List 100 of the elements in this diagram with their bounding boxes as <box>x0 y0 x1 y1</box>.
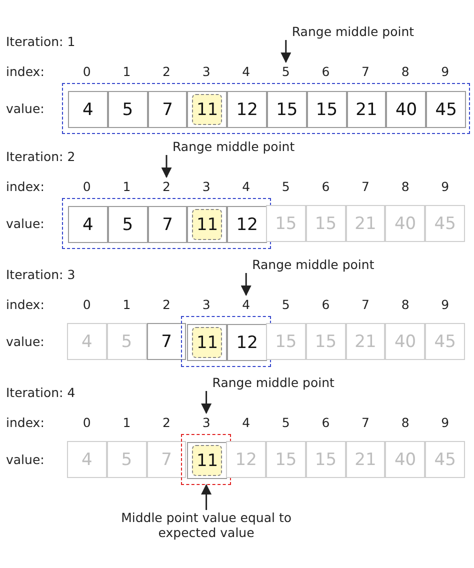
arrow <box>240 273 252 296</box>
index-number: 3 <box>201 179 212 194</box>
array-cell: 15 <box>266 205 306 242</box>
index-number: 4 <box>241 179 252 194</box>
index-number: 3 <box>201 415 212 430</box>
array-cell: 40 <box>385 205 426 242</box>
row-label: value: <box>6 452 44 467</box>
index-number: 0 <box>82 64 92 79</box>
index-number: 4 <box>241 64 252 79</box>
search-range-frame <box>62 198 271 249</box>
index-number: 8 <box>400 179 410 194</box>
array-cell: 15 <box>306 205 346 242</box>
index-number: 9 <box>440 64 450 79</box>
index-number: 8 <box>400 297 410 312</box>
array-cell: 12 <box>227 324 267 361</box>
array-cell: 5 <box>106 323 147 360</box>
array-cell: 15 <box>266 441 306 478</box>
array-cell: 7 <box>146 323 186 360</box>
index-number: 1 <box>122 179 132 194</box>
array-cell <box>187 206 228 243</box>
array-cell: 21 <box>346 205 386 242</box>
index-number: 5 <box>280 297 291 312</box>
index-number: 9 <box>440 179 450 194</box>
array-cell: 40 <box>385 441 426 478</box>
array-cell: 4 <box>67 323 107 360</box>
search-range-frame <box>181 316 271 367</box>
array-cell: 7 <box>146 441 186 478</box>
index-number: 1 <box>122 415 132 430</box>
array-cell: 15 <box>306 441 346 478</box>
array-cell: 45 <box>425 441 465 478</box>
index-number: 2 <box>162 64 172 79</box>
index-number: 0 <box>82 297 92 312</box>
array-cell: 5 <box>108 206 148 243</box>
index-number: 4 <box>241 297 252 312</box>
array-cell: 7 <box>148 206 188 243</box>
array-cell: 12 <box>227 91 267 128</box>
index-number: 2 <box>162 415 172 430</box>
array-cell: 15 <box>306 323 346 360</box>
index-number: 1 <box>122 297 132 312</box>
index-number: 5 <box>280 415 291 430</box>
row-label: value: <box>6 334 44 349</box>
iteration-heading: Iteration: 2 <box>6 149 76 164</box>
iteration-heading: Iteration: 4 <box>6 385 76 400</box>
iteration-heading: Iteration: 1 <box>6 34 76 49</box>
array-cell: 21 <box>346 441 386 478</box>
index-number: 5 <box>280 179 291 194</box>
array-cell: 45 <box>425 323 465 360</box>
iteration-heading: Iteration: 3 <box>6 267 76 282</box>
index-number: 9 <box>440 297 450 312</box>
note-text: Middle point value equal to expected value <box>106 510 306 546</box>
index-number: 6 <box>320 179 331 194</box>
array-cell: 15 <box>266 323 306 360</box>
index-number: 0 <box>82 179 92 194</box>
array-cell: 4 <box>68 91 108 128</box>
index-number: 1 <box>122 64 132 79</box>
index-number: 3 <box>201 297 212 312</box>
row-label: index: <box>6 297 44 312</box>
index-number: 7 <box>360 179 370 194</box>
array-cell: 5 <box>106 441 147 478</box>
highlighted-value: 11 <box>192 445 222 476</box>
row-label: index: <box>6 415 44 430</box>
index-number: 6 <box>320 297 331 312</box>
array-cell: 21 <box>346 91 386 128</box>
index-number: 8 <box>400 64 410 79</box>
array-cell <box>187 324 228 361</box>
index-number: 0 <box>82 415 92 430</box>
search-range-frame <box>62 83 470 134</box>
index-number: 9 <box>440 415 450 430</box>
array-cell: 7 <box>148 91 188 128</box>
array-cell: 5 <box>108 91 148 128</box>
array-cell: 45 <box>426 91 466 128</box>
arrow <box>201 391 212 414</box>
highlighted-value: 11 <box>192 209 222 240</box>
arrow <box>161 155 172 178</box>
arrow <box>201 484 212 510</box>
array-cell <box>187 91 228 128</box>
array-cell: 4 <box>68 206 108 243</box>
index-number: 2 <box>162 297 172 312</box>
index-number: 7 <box>360 415 370 430</box>
array-cell: 40 <box>386 91 426 128</box>
index-number: 6 <box>320 415 331 430</box>
row-label: index: <box>6 179 44 194</box>
row-label: value: <box>6 216 44 231</box>
index-number: 5 <box>280 64 291 79</box>
arrow <box>280 40 292 64</box>
array-cell <box>187 442 228 479</box>
row-label: index: <box>6 64 44 79</box>
highlighted-value: 11 <box>192 94 222 125</box>
array-cell: 4 <box>67 441 107 478</box>
array-cell: 15 <box>306 91 347 128</box>
highlighted-value: 11 <box>192 327 222 358</box>
array-cell: 21 <box>346 323 386 360</box>
index-number: 7 <box>360 297 370 312</box>
index-number: 7 <box>360 64 370 79</box>
index-number: 2 <box>162 179 172 194</box>
array-cell: 12 <box>227 206 267 243</box>
index-number: 3 <box>201 64 212 79</box>
index-number: 6 <box>320 64 331 79</box>
array-cell: 40 <box>385 323 426 360</box>
array-cell: 45 <box>425 205 465 242</box>
